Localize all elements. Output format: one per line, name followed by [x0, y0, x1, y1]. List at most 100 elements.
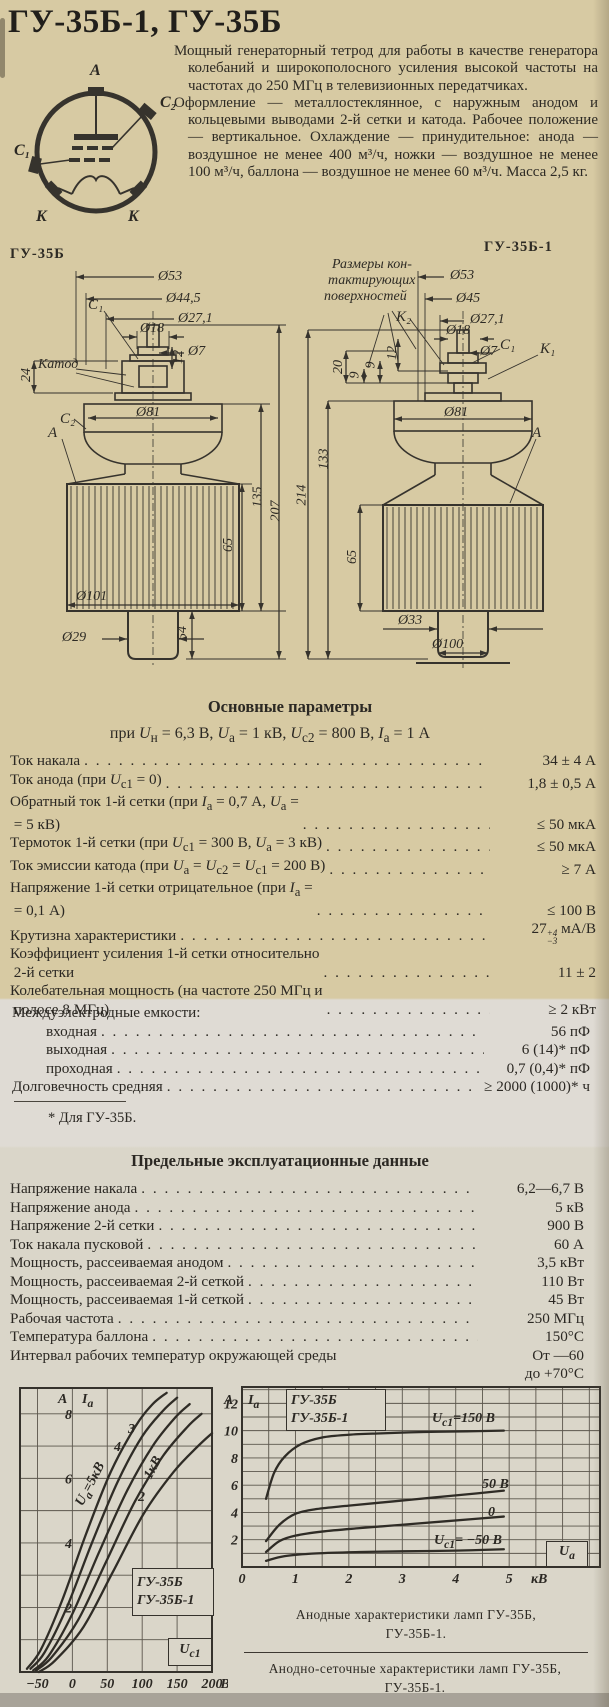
dim-d100: Ø100	[432, 637, 464, 652]
y-unit-label: A	[224, 1393, 234, 1408]
y-tick-label: 6	[231, 1479, 238, 1494]
y-tick-label: 8	[231, 1452, 238, 1467]
dim-12: 12	[171, 350, 186, 364]
param-value: 34 ± 4 А	[542, 752, 596, 769]
y-tick-label: 4	[64, 1537, 72, 1552]
x-variable-box: Uс1	[168, 1638, 212, 1666]
dot-leader	[118, 1310, 478, 1329]
dot-leader	[303, 816, 490, 835]
dim-d53: Ø53	[158, 269, 183, 284]
param-value: 27+4−3 мА/В	[531, 920, 597, 947]
dim-d7: Ø7	[188, 344, 206, 359]
dot-leader	[117, 1060, 484, 1079]
footnote-text: * Для ГУ-35Б.	[48, 1110, 137, 1126]
x-variable-label: Uа	[559, 1544, 575, 1562]
x-tick-label: 2	[344, 1572, 352, 1587]
model-line-2: ГУ-35Б-1	[137, 1593, 195, 1608]
param-label: Колебательная мощность (на частоте 250 М…	[10, 982, 323, 1018]
caption-divider	[244, 1652, 588, 1653]
param-label: выходная	[46, 1041, 108, 1058]
param-value: 1,8 ± 0,5 А	[527, 774, 596, 792]
limit-row: Ток накала пусковой60 А	[10, 1236, 584, 1255]
param-value: 6 (14)* пФ	[521, 1041, 590, 1058]
dot-leader	[141, 1180, 478, 1199]
dim-135: 135	[250, 486, 266, 508]
left-drawing-model-label: ГУ-35Б	[10, 246, 65, 262]
scan-edge-shadow	[0, 18, 5, 78]
dot-leader	[323, 964, 490, 983]
param-row: Коэффициент усиления 1-й сетки относител…	[10, 945, 596, 982]
series-Ua=3кВ	[32, 1402, 191, 1672]
limit-row: Рабочая частота250 МГц	[10, 1310, 584, 1329]
param-row: Крутизна характеристики27+4−3 мА/В	[10, 920, 597, 947]
series-Ua=4кВ	[29, 1396, 179, 1670]
label-c1: C₁	[500, 337, 516, 353]
curve-label-ua2: 2	[138, 1490, 145, 1505]
param-label: Напряжение анода	[10, 1198, 131, 1216]
label-k1: K₁	[540, 341, 556, 357]
x-tick-label: 150	[167, 1677, 188, 1692]
param-label: Напряжение 1-й сетки отрицательное (при …	[10, 879, 313, 919]
dim-d81: Ø81	[136, 405, 161, 420]
contact-surfaces-note-line1: Размеры кон-	[332, 257, 412, 272]
param-label: Ток накала пусковой	[10, 1235, 144, 1253]
tube-pinout-diagram: A C₂ C₁ K K	[14, 58, 186, 234]
x-tick-label: 4	[451, 1572, 459, 1587]
label-c1: C₁	[88, 297, 104, 313]
pin-label-grid1: C₁	[14, 142, 31, 159]
x-tick-label: 50	[100, 1677, 114, 1692]
dim-d53: Ø53	[450, 268, 475, 283]
grid-chart-caption: Анодно-сеточные характеристики ламп ГУ-3…	[268, 1661, 562, 1695]
curve-label-ua4: 4	[114, 1440, 121, 1455]
dim-24: 24	[19, 368, 34, 382]
grid-chart-svg: −50050100150200В2468	[19, 1387, 228, 1692]
dot-leader	[166, 775, 490, 794]
param-label: Термоток 1-й сетки (при Uс1 = 300 В, Uа …	[10, 834, 323, 855]
x-tick-label: 0	[239, 1572, 246, 1587]
param-value: 3,5 кВт	[537, 1254, 584, 1271]
label-cathode: Катод	[38, 357, 79, 372]
series-Uc1=-50В	[264, 1548, 505, 1563]
param-label: Интервал рабочих температур окружающей с…	[10, 1346, 337, 1364]
dim-d44-5: Ø44,5	[166, 291, 201, 306]
page-title: ГУ-35Б-1, ГУ-35Б	[8, 4, 283, 40]
x-tick-label: −50	[26, 1677, 48, 1692]
param-value: 56 пФ	[550, 1022, 590, 1040]
series-Ua=5кВ	[25, 1391, 168, 1670]
technical-drawing-right-svg	[305, 271, 544, 668]
dot-leader	[84, 752, 490, 771]
param-value: ≤ 50 мкА	[536, 838, 596, 856]
series-Ua=1кВ	[37, 1432, 214, 1674]
dim-d7: Ø7	[480, 344, 498, 359]
curve-label-uc150: Uс1=150 В	[432, 1411, 495, 1429]
y-tick-label: 10	[224, 1425, 238, 1440]
dot-leader	[111, 1041, 484, 1060]
test-conditions: при Uн = 6,3 В, Uа = 1 кВ, Uс2 = 800 В, …	[109, 725, 431, 746]
curve-label-uc0: 0	[488, 1505, 495, 1520]
intro-paragraph-1: Мощный генераторный тетрод для работы в …	[174, 43, 598, 94]
x-variable-label: Uс1	[179, 1642, 201, 1660]
dot-leader	[329, 861, 490, 880]
param-label: Ток накала	[10, 752, 81, 769]
right-drawing-model-label: ГУ-35Б-1	[484, 239, 553, 255]
x-unit-label: В	[219, 1677, 228, 1692]
dot-leader	[135, 1199, 478, 1218]
y-tick-label: 12	[224, 1397, 238, 1412]
plot-border	[19, 1387, 213, 1673]
param-label: Рабочая частота	[10, 1309, 114, 1327]
dot-leader	[227, 1254, 478, 1273]
y-tick-label: 8	[65, 1408, 72, 1423]
pin-label-grid2: C₂	[160, 94, 177, 111]
limits-heading: Предельные эксплуатационные данные	[131, 1151, 429, 1170]
dot-leader	[248, 1291, 478, 1310]
grid-characteristics-chart: −50050100150200В2468 A Iа Uа=5кВ 4 3 2 1…	[16, 1384, 228, 1700]
param-label: Напряжение накала	[10, 1180, 138, 1197]
param-row: Ток накала 34 ± 4 А	[10, 752, 596, 771]
description-text: Мощный генераторный тетрод для работы в …	[174, 43, 598, 181]
dim-12: 12	[385, 346, 400, 360]
x-tick-label: 3	[398, 1572, 406, 1587]
dim-d101: Ø101	[76, 589, 108, 604]
dim-207: 207	[268, 500, 284, 522]
y-tick-label: 2	[64, 1601, 72, 1616]
